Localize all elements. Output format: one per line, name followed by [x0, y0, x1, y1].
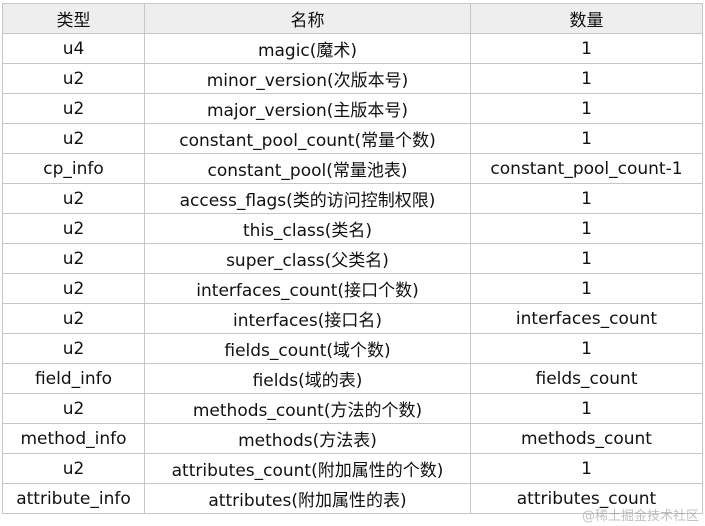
cell-count: 1: [470, 273, 703, 304]
cell-type: u2: [2, 213, 145, 244]
cell-type: u2: [2, 453, 145, 484]
cell-type: method_info: [2, 423, 145, 454]
cell-name: super_class(父类名): [144, 243, 471, 274]
cell-count: 1: [470, 123, 703, 154]
cell-name: methods(方法表): [144, 423, 471, 454]
cell-count: fields_count: [470, 363, 703, 394]
cell-type: u2: [2, 303, 145, 334]
table-row: method_info methods(方法表) methods_count: [2, 423, 703, 454]
table-row: u2 super_class(父类名) 1: [2, 243, 703, 274]
cell-type: u2: [2, 243, 145, 274]
table-row: u2 constant_pool_count(常量个数) 1: [2, 123, 703, 154]
cell-type: u2: [2, 123, 145, 154]
cell-name: minor_version(次版本号): [144, 63, 471, 94]
table-row: u2 major_version(主版本号) 1: [2, 93, 703, 124]
table-row: u4 magic(魔术) 1: [2, 33, 703, 64]
table-row: u2 access_flags(类的访问控制权限) 1: [2, 183, 703, 214]
cell-name: constant_pool_count(常量个数): [144, 123, 471, 154]
cell-name: fields_count(域个数): [144, 333, 471, 364]
table-row: u2 interfaces(接口名) interfaces_count: [2, 303, 703, 334]
column-header-count: 数量: [470, 3, 703, 34]
cell-count: 1: [470, 453, 703, 484]
cell-count: 1: [470, 93, 703, 124]
cell-name: major_version(主版本号): [144, 93, 471, 124]
cell-count: 1: [470, 333, 703, 364]
cell-name: magic(魔术): [144, 33, 471, 64]
cell-count: 1: [470, 63, 703, 94]
table-row: u2 methods_count(方法的个数) 1: [2, 393, 703, 424]
cell-count: 1: [470, 213, 703, 244]
table-header-row: 类型 名称 数量: [2, 3, 703, 34]
table-row: u2 this_class(类名) 1: [2, 213, 703, 244]
cell-count: 1: [470, 183, 703, 214]
cell-name: this_class(类名): [144, 213, 471, 244]
table-row: attribute_info attributes(附加属性的表) attrib…: [2, 483, 703, 514]
cell-type: u2: [2, 93, 145, 124]
class-file-structure-table: 类型 名称 数量 u4 magic(魔术) 1 u2 minor_version…: [2, 3, 703, 514]
cell-type: u2: [2, 273, 145, 304]
cell-type: u2: [2, 393, 145, 424]
cell-count: methods_count: [470, 423, 703, 454]
cell-count: attributes_count: [470, 483, 703, 514]
table-row: cp_info constant_pool(常量池表) constant_poo…: [2, 153, 703, 184]
cell-type: u2: [2, 183, 145, 214]
cell-count: 1: [470, 33, 703, 64]
cell-count: 1: [470, 393, 703, 424]
cell-count: interfaces_count: [470, 303, 703, 334]
cell-name: attributes(附加属性的表): [144, 483, 471, 514]
cell-type: u4: [2, 33, 145, 64]
table-row: u2 attributes_count(附加属性的个数) 1: [2, 453, 703, 484]
cell-count: 1: [470, 243, 703, 274]
table-row: u2 minor_version(次版本号) 1: [2, 63, 703, 94]
cell-name: methods_count(方法的个数): [144, 393, 471, 424]
cell-count: constant_pool_count-1: [470, 153, 703, 184]
cell-type: u2: [2, 63, 145, 94]
cell-name: attributes_count(附加属性的个数): [144, 453, 471, 484]
cell-type: field_info: [2, 363, 145, 394]
column-header-type: 类型: [2, 3, 145, 34]
cell-name: constant_pool(常量池表): [144, 153, 471, 184]
table-row: u2 interfaces_count(接口个数) 1: [2, 273, 703, 304]
cell-name: interfaces_count(接口个数): [144, 273, 471, 304]
cell-name: fields(域的表): [144, 363, 471, 394]
cell-name: interfaces(接口名): [144, 303, 471, 334]
table-row: u2 fields_count(域个数) 1: [2, 333, 703, 364]
cell-type: cp_info: [2, 153, 145, 184]
column-header-name: 名称: [144, 3, 471, 34]
cell-type: attribute_info: [2, 483, 145, 514]
cell-name: access_flags(类的访问控制权限): [144, 183, 471, 214]
table-row: field_info fields(域的表) fields_count: [2, 363, 703, 394]
cell-type: u2: [2, 333, 145, 364]
